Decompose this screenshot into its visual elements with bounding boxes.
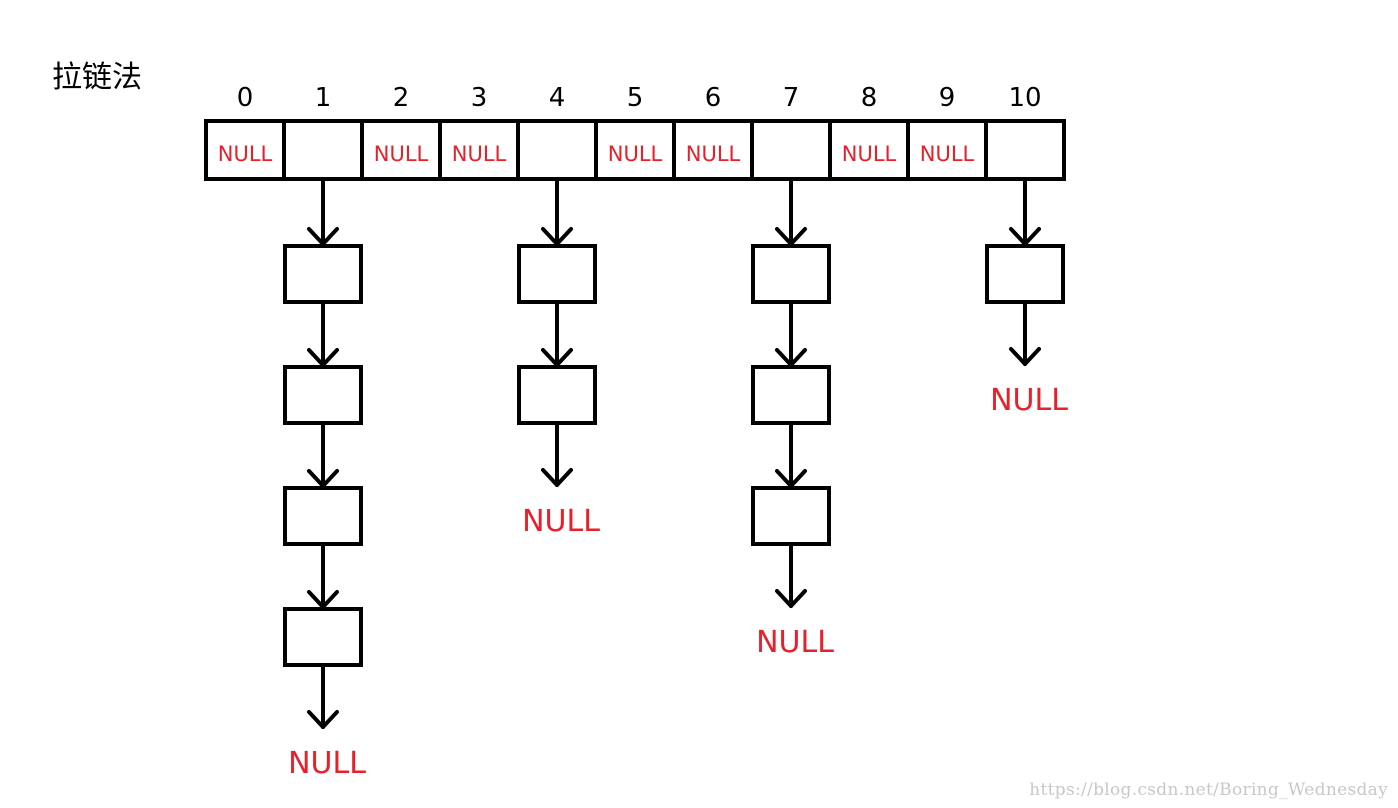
chain-node-7-2 xyxy=(751,486,831,546)
chain-node-7-0 xyxy=(751,244,831,304)
bucket-index-10: 10 xyxy=(1008,83,1041,113)
chain-node-1-3 xyxy=(283,607,363,667)
bucket-null-label-0: NULL xyxy=(218,142,273,166)
chain-null-label-10: NULL xyxy=(990,383,1068,418)
chain-node-1-1 xyxy=(283,365,363,425)
bucket-index-8: 8 xyxy=(861,83,878,113)
bucket-null-label-2: NULL xyxy=(374,142,429,166)
watermark: https://blog.csdn.net/Boring_Wednesday xyxy=(1029,780,1388,800)
chain-node-1-2 xyxy=(283,486,363,546)
chain-end-arrow-7-head xyxy=(775,589,807,608)
bucket-null-label-6: NULL xyxy=(686,142,741,166)
chain-null-label-4: NULL xyxy=(522,504,600,539)
bucket-cell-7 xyxy=(750,119,832,181)
chain-end-arrow-10-head xyxy=(1009,347,1041,366)
bucket-index-0: 0 xyxy=(237,83,254,113)
bucket-cell-10 xyxy=(984,119,1066,181)
bucket-cell-4 xyxy=(516,119,598,181)
bucket-index-6: 6 xyxy=(705,83,722,113)
chain-node-4-0 xyxy=(517,244,597,304)
chain-node-10-0 xyxy=(985,244,1065,304)
chain-node-1-0 xyxy=(283,244,363,304)
bucket-index-4: 4 xyxy=(549,83,566,113)
bucket-index-1: 1 xyxy=(315,83,332,113)
bucket-cell-1 xyxy=(282,119,364,181)
chain-null-label-1: NULL xyxy=(288,746,366,781)
bucket-index-2: 2 xyxy=(393,83,410,113)
chain-node-4-1 xyxy=(517,365,597,425)
bucket-null-label-3: NULL xyxy=(452,142,507,166)
bucket-index-9: 9 xyxy=(939,83,956,113)
bucket-index-3: 3 xyxy=(471,83,488,113)
bucket-index-7: 7 xyxy=(783,83,800,113)
diagram-title: 拉链法 xyxy=(52,60,142,95)
bucket-null-label-9: NULL xyxy=(920,142,975,166)
chain-end-arrow-4-head xyxy=(541,468,573,487)
chain-node-7-1 xyxy=(751,365,831,425)
bucket-null-label-8: NULL xyxy=(842,142,897,166)
bucket-null-label-5: NULL xyxy=(608,142,663,166)
bucket-index-5: 5 xyxy=(627,83,644,113)
chain-end-arrow-1-head xyxy=(307,710,339,729)
chain-null-label-7: NULL xyxy=(756,625,834,660)
